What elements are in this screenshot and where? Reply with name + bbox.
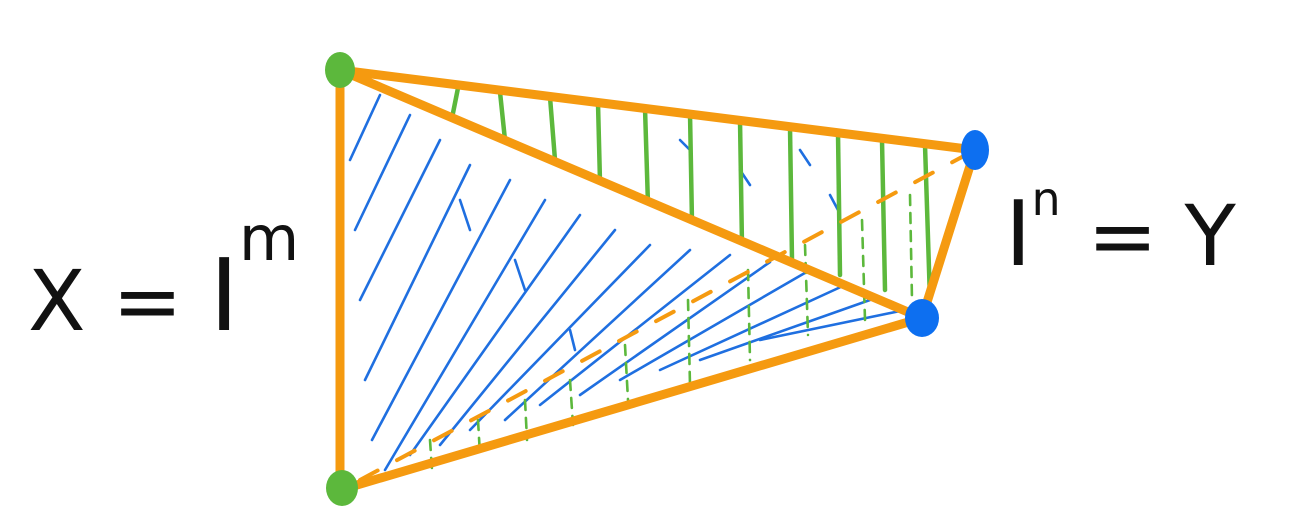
label-right-suffix: = Y xyxy=(1061,187,1237,285)
solid-edges xyxy=(335,65,980,495)
edge-diagonal xyxy=(335,65,927,323)
vertex-blue-bottom xyxy=(905,299,939,337)
blue-hatching xyxy=(348,93,907,472)
green-hatching xyxy=(449,85,933,303)
edge-top xyxy=(335,65,980,155)
vertex-green-bottom xyxy=(326,470,358,506)
green-dashed-hatching xyxy=(428,193,914,472)
label-left-exponent: m xyxy=(239,202,299,275)
hidden-edge xyxy=(358,148,977,482)
vertex-blue-top xyxy=(961,130,989,170)
label-left-prefix: X = xyxy=(28,252,209,350)
label-left-base: I xyxy=(209,237,239,354)
label-right-base: I xyxy=(1005,182,1032,287)
label-right: In = Y xyxy=(1005,172,1236,287)
edge-bottom xyxy=(335,313,927,495)
label-right-exponent: n xyxy=(1032,172,1061,226)
label-left: X = Im xyxy=(28,202,299,354)
edge-right xyxy=(917,145,980,323)
vertex-green-top xyxy=(325,52,355,88)
